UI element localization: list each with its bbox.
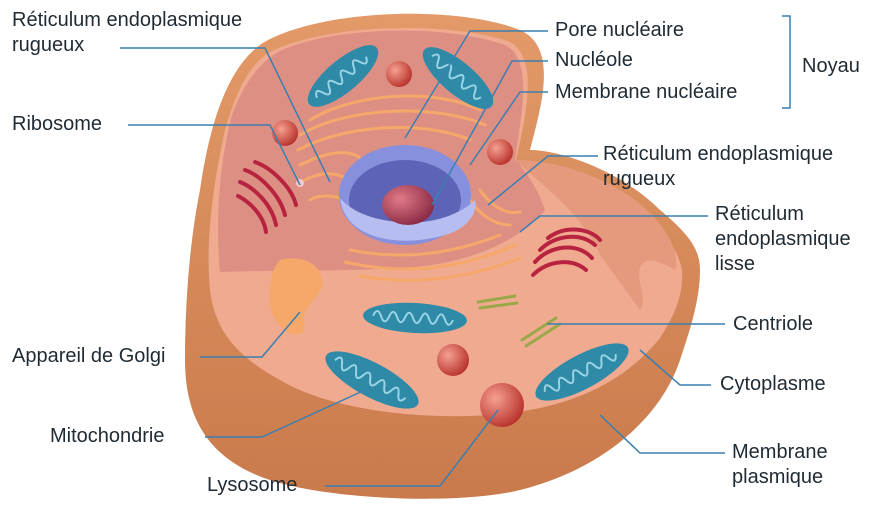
label-nucleus: Noyau (802, 54, 860, 79)
label-mitochondrion: Mitochondrie (50, 424, 165, 449)
label-nuclear-pore: Pore nucléaire (555, 18, 684, 43)
label-golgi: Appareil de Golgi (12, 344, 165, 369)
label-nuclear-membrane: Membrane nucléaire (555, 80, 737, 105)
label-rough-er-right: Réticulum endoplasmique rugueux (603, 142, 833, 192)
nucleolus (382, 185, 434, 225)
label-ribosome: Ribosome (12, 112, 102, 137)
label-cytoplasm: Cytoplasme (720, 372, 826, 397)
label-rough-er-left: Réticulum endoplasmique rugueux (12, 8, 242, 58)
label-smooth-er: Réticulum endoplasmique lisse (715, 202, 851, 277)
label-centriole: Centriole (733, 312, 813, 337)
label-lysosome: Lysosome (207, 473, 297, 498)
label-plasma-membrane: Membrane plasmique (732, 440, 828, 490)
label-nucleolus: Nucléole (555, 48, 633, 73)
